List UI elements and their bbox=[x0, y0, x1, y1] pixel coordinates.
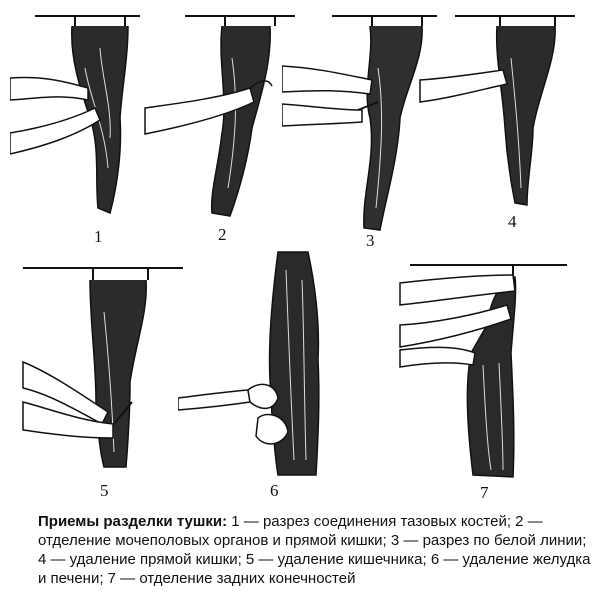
step-label-3: 3 bbox=[366, 231, 375, 250]
caption-text: 1 — разрез соединения тазовых костей; 2 … bbox=[38, 513, 591, 587]
step-label-7: 7 bbox=[480, 483, 489, 502]
step-label-1: 1 bbox=[94, 227, 103, 246]
step-label-6: 6 bbox=[270, 481, 279, 500]
step-label-4: 4 bbox=[508, 212, 517, 231]
figure-caption: Приемы разделки тушки: 1 — разрез соедин… bbox=[38, 512, 594, 588]
illustration-step-1 bbox=[10, 8, 150, 223]
illustration-step-5 bbox=[18, 262, 188, 477]
illustration-step-4 bbox=[415, 8, 605, 213]
step-label-5: 5 bbox=[100, 481, 109, 500]
illustration-step-3 bbox=[282, 8, 447, 238]
illustration-step-2 bbox=[140, 8, 300, 223]
illustration-step-6 bbox=[178, 250, 328, 480]
illustration-step-7 bbox=[395, 255, 575, 485]
step-label-2: 2 bbox=[218, 225, 227, 244]
caption-title: Приемы разделки тушки: bbox=[38, 513, 228, 530]
